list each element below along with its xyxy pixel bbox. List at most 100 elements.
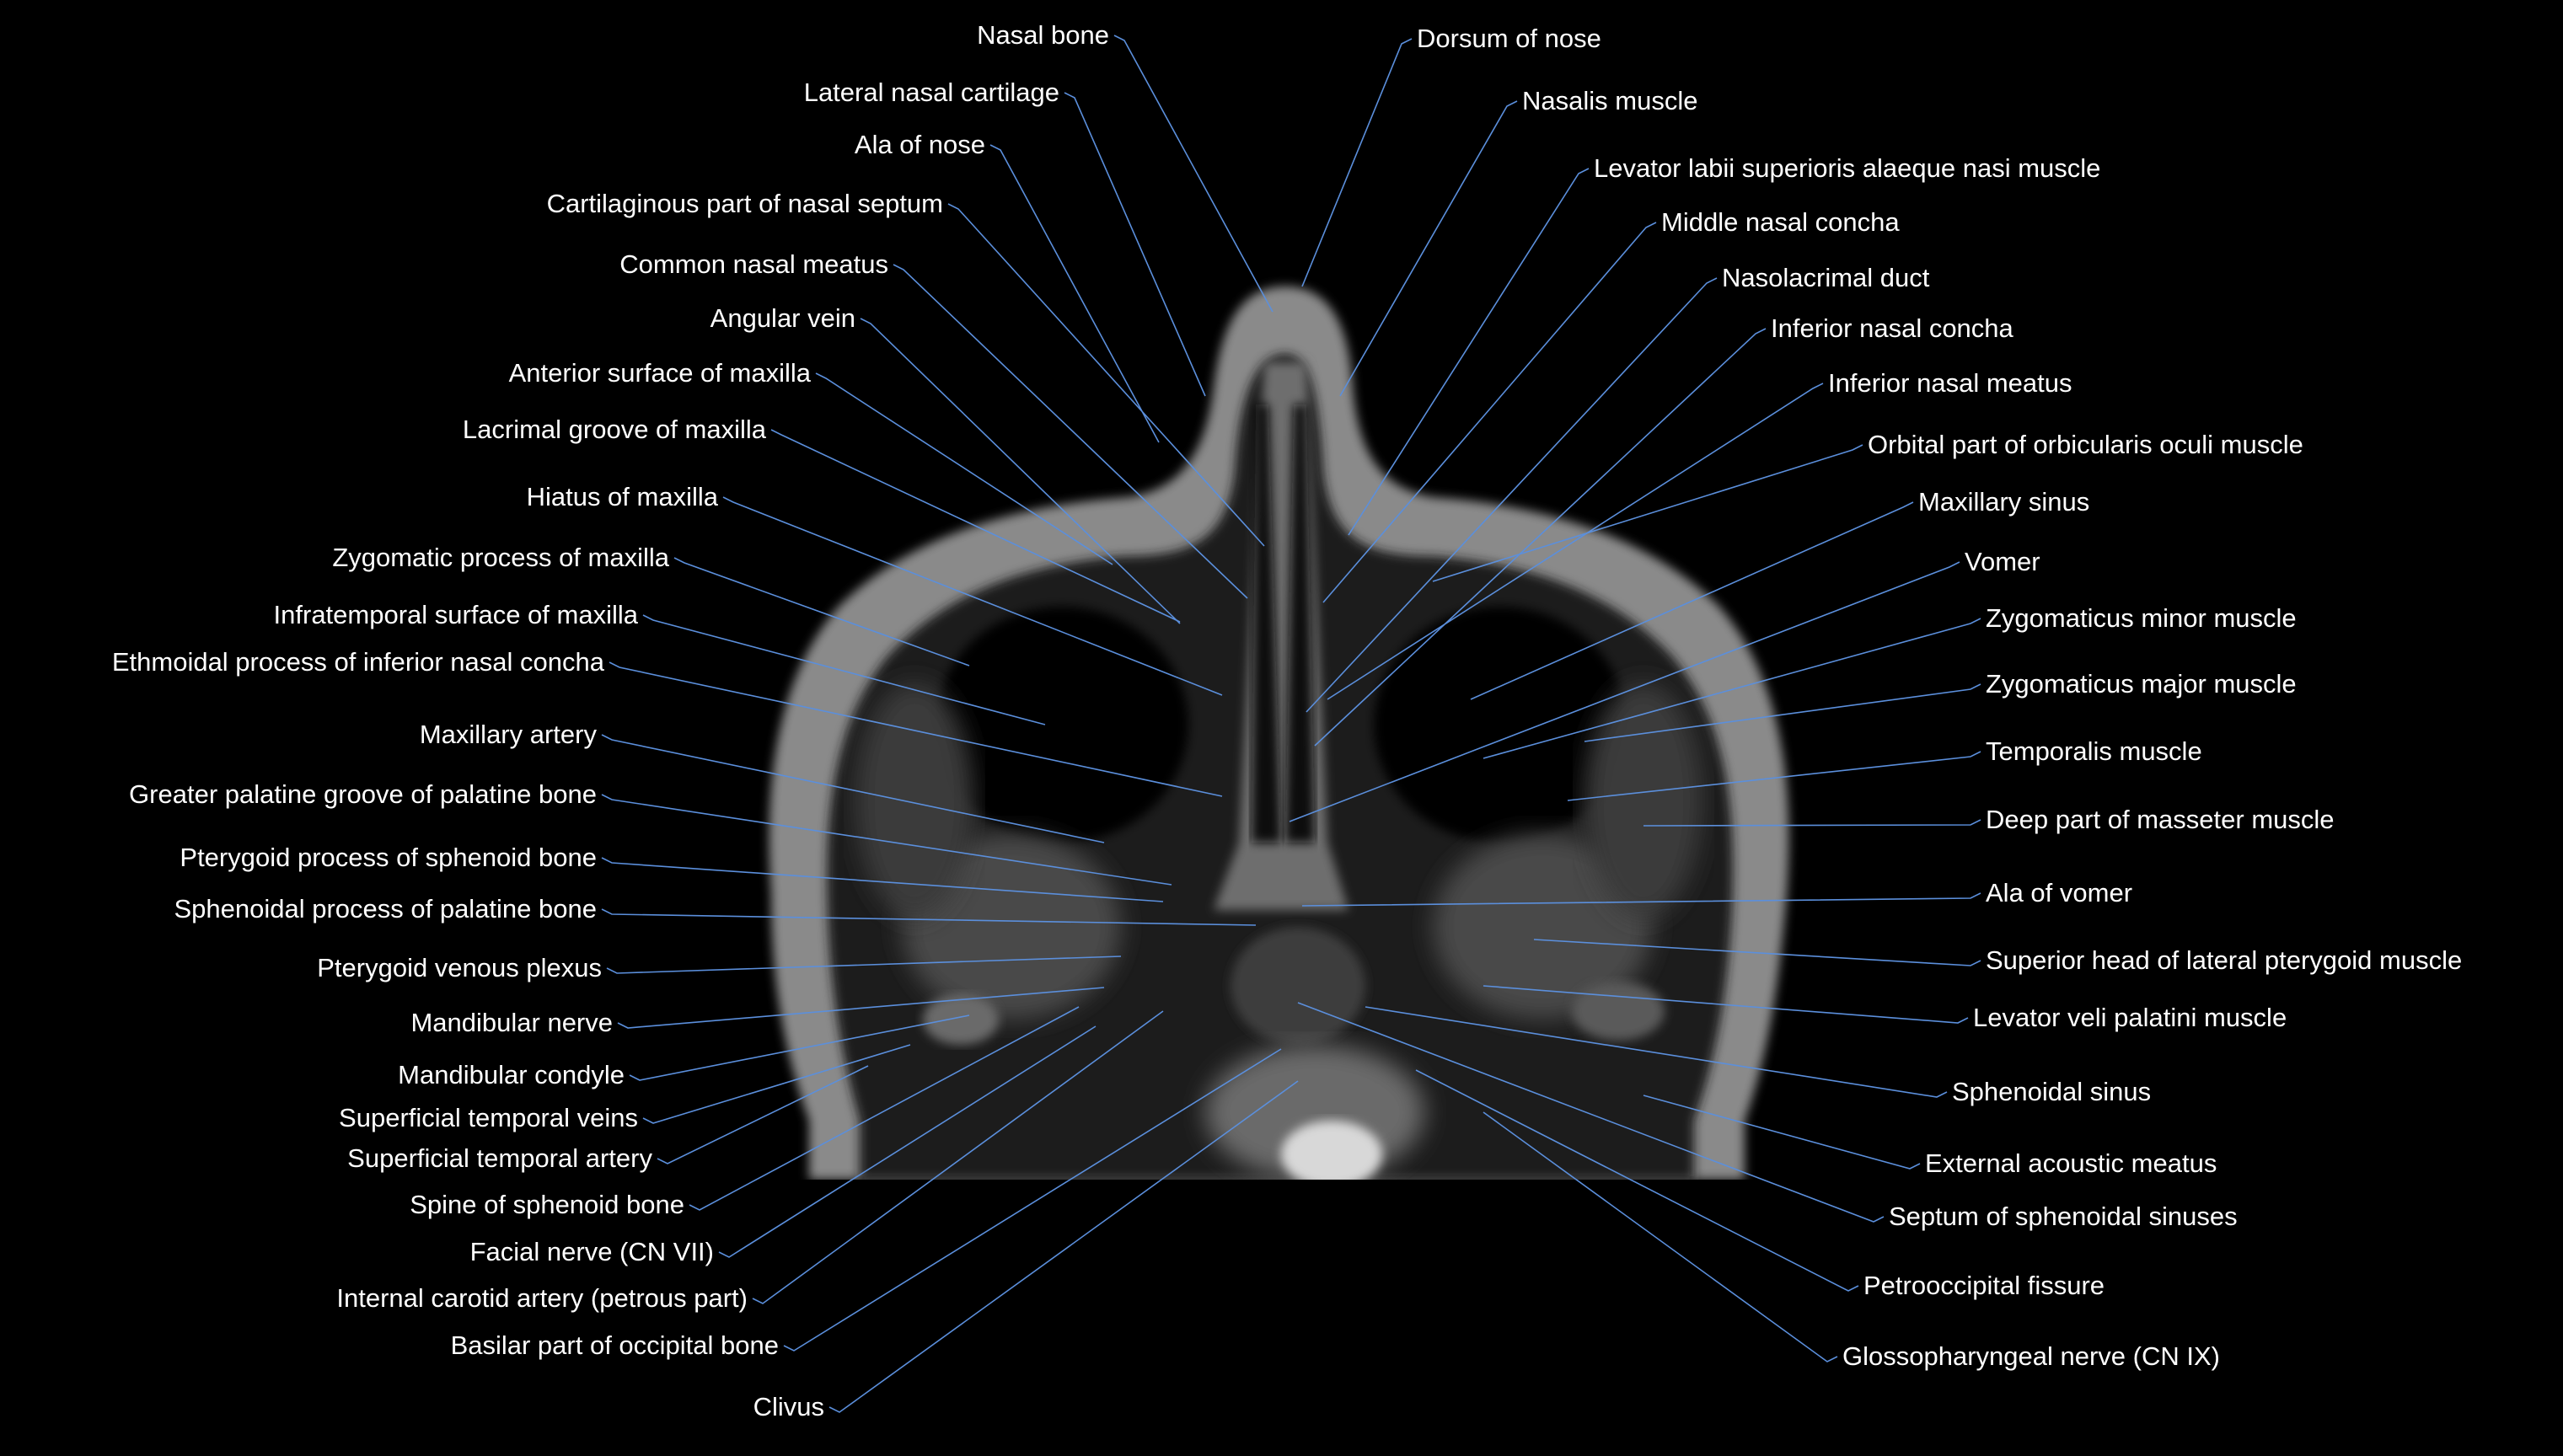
leader-line-anterior-surface-of-maxilla xyxy=(815,372,1113,565)
leader-line-levator-labii-superioris-alaeque-nasi-muscle xyxy=(1348,168,1590,536)
label-orbital-part-of-orbicularis-oculi-muscle: Orbital part of orbicularis oculi muscle xyxy=(1868,430,2303,459)
label-temporalis-muscle: Temporalis muscle xyxy=(1986,736,2202,766)
label-lacrimal-groove-of-maxilla: Lacrimal groove of maxilla xyxy=(462,415,766,444)
label-superficial-temporal-artery: Superficial temporal artery xyxy=(347,1143,652,1173)
leader-line-vomer xyxy=(1289,561,1960,822)
label-external-acoustic-meatus: External acoustic meatus xyxy=(1925,1148,2217,1178)
label-internal-carotid-artery: Internal carotid artery (petrous part) xyxy=(336,1283,748,1313)
label-sphenoidal-process-of-palatine-bone: Sphenoidal process of palatine bone xyxy=(174,894,597,923)
right-maxillary-sinus xyxy=(1374,607,1627,843)
leader-line-common-nasal-meatus xyxy=(893,264,1248,599)
label-mandibular-condyle: Mandibular condyle xyxy=(398,1060,625,1089)
leader-line-glossopharyngeal-nerve xyxy=(1483,1111,1838,1362)
right-mandibular-condyle xyxy=(1572,982,1665,1041)
leader-line-zygomaticus-major-muscle xyxy=(1584,683,1981,742)
label-middle-nasal-concha: Middle nasal concha xyxy=(1661,207,1900,237)
label-angular-vein: Angular vein xyxy=(710,303,855,333)
leader-line-zygomaticus-minor-muscle xyxy=(1483,618,1981,759)
leader-line-orbital-part-of-orbicularis-oculi-muscle xyxy=(1432,444,1863,582)
leader-line-cartilaginous-part-of-nasal-septum xyxy=(947,203,1265,547)
leader-line-deep-part-of-masseter-muscle xyxy=(1643,819,1981,827)
label-zygomatic-process-of-maxilla: Zygomatic process of maxilla xyxy=(332,543,669,572)
label-infratemporal-surface-of-maxilla: Infratemporal surface of maxilla xyxy=(273,600,638,629)
label-superficial-temporal-veins: Superficial temporal veins xyxy=(339,1103,638,1132)
right-masseter-region xyxy=(1584,682,1702,918)
leader-line-mandibular-nerve xyxy=(617,987,1105,1029)
leader-line-nasalis-muscle xyxy=(1339,100,1518,397)
leader-line-facial-nerve xyxy=(718,1025,1097,1258)
label-pterygoid-process-of-sphenoid-bone: Pterygoid process of sphenoid bone xyxy=(180,843,597,872)
label-deep-part-of-masseter-muscle: Deep part of masseter muscle xyxy=(1986,805,2335,834)
label-nasolacrimal-duct: Nasolacrimal duct xyxy=(1722,263,1930,292)
leader-line-maxillary-artery xyxy=(601,734,1105,843)
label-pterygoid-venous-plexus: Pterygoid venous plexus xyxy=(317,953,602,982)
label-nasal-bone: Nasal bone xyxy=(977,20,1109,50)
leader-line-spine-of-sphenoid-bone xyxy=(689,1006,1080,1211)
label-superior-head-of-lateral-pterygoid-muscle: Superior head of lateral pterygoid muscl… xyxy=(1986,945,2463,975)
leader-line-levator-veli-palatini-muscle xyxy=(1483,985,1969,1024)
leader-line-pterygoid-process-of-sphenoid-bone xyxy=(601,857,1164,902)
left-masseter-region xyxy=(855,682,973,918)
leader-line-nasolacrimal-duct xyxy=(1306,277,1718,713)
leader-line-inferior-nasal-concha xyxy=(1314,328,1767,747)
label-mandibular-nerve: Mandibular nerve xyxy=(410,1008,613,1037)
leader-line-inferior-nasal-meatus xyxy=(1327,383,1824,700)
leader-line-pterygoid-venous-plexus xyxy=(606,956,1122,974)
label-greater-palatine-groove-of-palatine-bone: Greater palatine groove of palatine bone xyxy=(129,779,597,809)
label-sphenoidal-sinus: Sphenoidal sinus xyxy=(1952,1077,2152,1106)
label-ethmoidal-process-of-inferior-nasal-concha: Ethmoidal process of inferior nasal conc… xyxy=(111,647,604,677)
leader-line-infratemporal-surface-of-maxilla xyxy=(642,614,1046,725)
leader-line-nasal-bone xyxy=(1113,35,1273,313)
label-inferior-nasal-concha: Inferior nasal concha xyxy=(1771,313,2013,343)
leader-line-superficial-temporal-artery xyxy=(657,1065,869,1164)
label-levator-veli-palatini-muscle: Levator veli palatini muscle xyxy=(1973,1003,2287,1032)
leader-line-lacrimal-groove-of-maxilla xyxy=(770,429,1181,623)
left-maxillary-sinus xyxy=(936,607,1188,843)
leader-line-greater-palatine-groove-of-palatine-bone xyxy=(601,794,1172,886)
label-spine-of-sphenoid-bone: Spine of sphenoid bone xyxy=(410,1190,684,1219)
brainstem-bright-area xyxy=(1281,1121,1382,1180)
label-ala-of-nose: Ala of nose xyxy=(854,130,985,159)
label-facial-nerve: Facial nerve (CN VII) xyxy=(469,1237,714,1266)
leader-line-middle-nasal-concha xyxy=(1322,222,1657,603)
nasal-septum-region xyxy=(1214,362,1349,910)
label-basilar-part-of-occipital-bone: Basilar part of occipital bone xyxy=(450,1330,779,1360)
leader-line-temporalis-muscle xyxy=(1567,751,1981,801)
nasal-passage-left xyxy=(1252,404,1281,843)
label-clivus: Clivus xyxy=(753,1392,824,1421)
label-nasalis-muscle: Nasalis muscle xyxy=(1522,86,1698,115)
leader-line-dorsum-of-nose xyxy=(1301,38,1413,287)
leader-line-ala-of-nose xyxy=(989,144,1160,443)
leader-line-maxillary-sinus xyxy=(1470,501,1914,700)
leader-line-clivus xyxy=(828,1080,1299,1413)
leader-line-internal-carotid-artery xyxy=(752,1010,1164,1304)
label-zygomaticus-major-muscle: Zygomaticus major muscle xyxy=(1986,669,2297,699)
leader-line-angular-vein xyxy=(860,318,1181,624)
leader-line-petrooccipital-fissure xyxy=(1415,1069,1859,1292)
leader-line-septum-of-sphenoidal-sinuses xyxy=(1297,1002,1885,1223)
label-glossopharyngeal-nerve: Glossopharyngeal nerve (CN IX) xyxy=(1842,1341,2220,1371)
left-mandibular-condyle xyxy=(923,994,999,1045)
label-cartilaginous-part-of-nasal-septum: Cartilaginous part of nasal septum xyxy=(546,189,943,218)
leader-line-ala-of-vomer xyxy=(1301,892,1981,907)
nasal-passage-right xyxy=(1285,404,1315,843)
label-ala-of-vomer: Ala of vomer xyxy=(1986,878,2133,907)
label-inferior-nasal-meatus: Inferior nasal meatus xyxy=(1828,368,2072,398)
right-infratemporal-region xyxy=(1433,834,1652,1020)
label-septum-of-sphenoidal-sinuses: Septum of sphenoidal sinuses xyxy=(1889,1202,2238,1231)
leader-line-superior-head-of-lateral-pterygoid-muscle xyxy=(1533,939,1981,966)
label-zygomaticus-minor-muscle: Zygomaticus minor muscle xyxy=(1986,603,2297,633)
leader-line-zygomatic-process-of-maxilla xyxy=(673,557,970,666)
label-dorsum-of-nose: Dorsum of nose xyxy=(1417,24,1601,53)
leader-line-basilar-part-of-occipital-bone xyxy=(783,1048,1282,1352)
label-maxillary-sinus: Maxillary sinus xyxy=(1918,487,2090,517)
label-levator-labii-superioris-alaeque-nasi-muscle: Levator labii superioris alaeque nasi mu… xyxy=(1594,153,2101,183)
leader-line-hiatus-of-maxilla xyxy=(722,496,1223,696)
label-hiatus-of-maxilla: Hiatus of maxilla xyxy=(526,482,718,511)
label-vomer: Vomer xyxy=(1965,547,2040,576)
leader-line-sphenoidal-process-of-palatine-bone xyxy=(601,908,1257,926)
label-maxillary-artery: Maxillary artery xyxy=(419,720,597,749)
